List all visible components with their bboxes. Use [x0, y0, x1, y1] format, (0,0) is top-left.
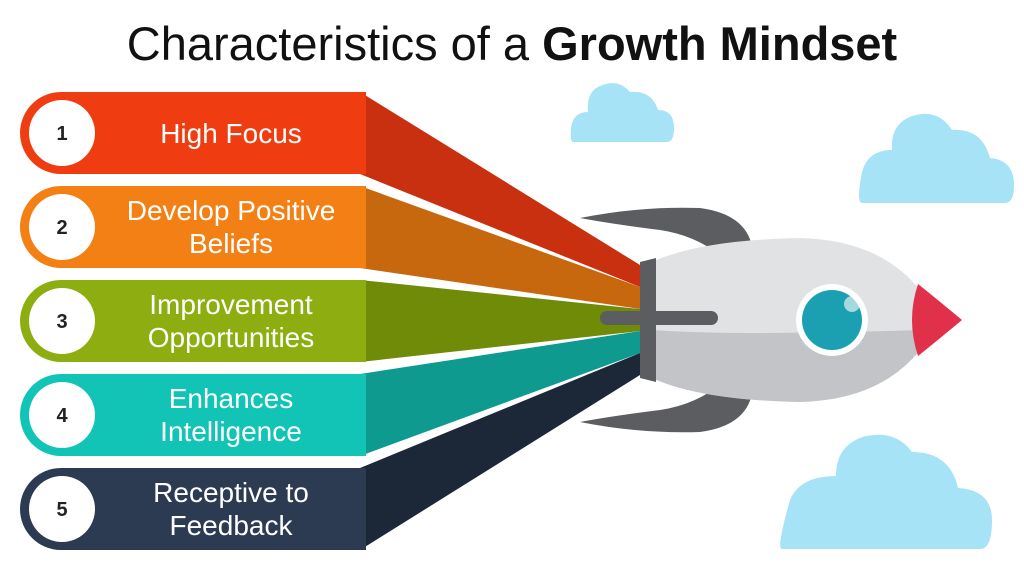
rocket-side-stripe — [600, 311, 718, 325]
item-label-line: Intelligence — [160, 416, 302, 447]
beams-layer — [360, 92, 640, 550]
beam-3 — [360, 280, 640, 362]
page-title: Characteristics of a Growth Mindset — [0, 12, 1024, 76]
item-label-line: Beliefs — [188, 228, 274, 259]
rocket-window-glare — [844, 296, 860, 312]
number-badge — [29, 382, 95, 448]
item-tab-5 — [20, 468, 366, 550]
cloud-icon — [570, 83, 674, 142]
item-label-line: Receptive to — [153, 477, 309, 508]
title-bold: Growth Mindset — [542, 17, 898, 70]
title-plain: Characteristics of a — [126, 17, 543, 70]
rocket-top-fin — [580, 207, 752, 262]
item-tab-3 — [20, 280, 366, 362]
item-label-line: Improvement — [149, 289, 313, 320]
items-layer: 1 2 3 4 5 — [20, 92, 366, 550]
item-tab-2 — [20, 186, 366, 268]
beam-5 — [360, 353, 640, 550]
item-tab-4 — [20, 374, 366, 456]
item-label-line: High Focus — [160, 117, 302, 149]
item-tab-1 — [20, 92, 366, 174]
number-badge — [29, 100, 95, 166]
item-number: 4 — [56, 405, 68, 427]
item-label: High Focus — [98, 92, 364, 174]
rocket-nose — [912, 284, 962, 356]
item-number: 3 — [56, 311, 67, 333]
rocket-bottom-fin — [580, 378, 752, 433]
number-badge — [29, 476, 95, 542]
item-number: 2 — [56, 217, 67, 239]
item-number: 1 — [56, 123, 67, 145]
beam-2 — [360, 186, 640, 309]
item-number: 5 — [56, 499, 67, 521]
number-badge — [29, 288, 95, 354]
clouds-layer — [570, 83, 1014, 549]
rocket-icon — [580, 207, 962, 433]
cloud-icon — [780, 434, 992, 549]
item-label-line: Enhances — [168, 383, 294, 414]
item-label-line: Develop Positive — [126, 195, 336, 226]
number-badge — [29, 194, 95, 260]
beam-4 — [360, 331, 640, 456]
rocket-body-shadow — [649, 330, 920, 402]
cloud-icon — [859, 113, 1014, 203]
item-label-line: Opportunities — [147, 322, 315, 353]
item-label-line: Feedback — [169, 510, 293, 541]
beam-1 — [360, 92, 640, 287]
